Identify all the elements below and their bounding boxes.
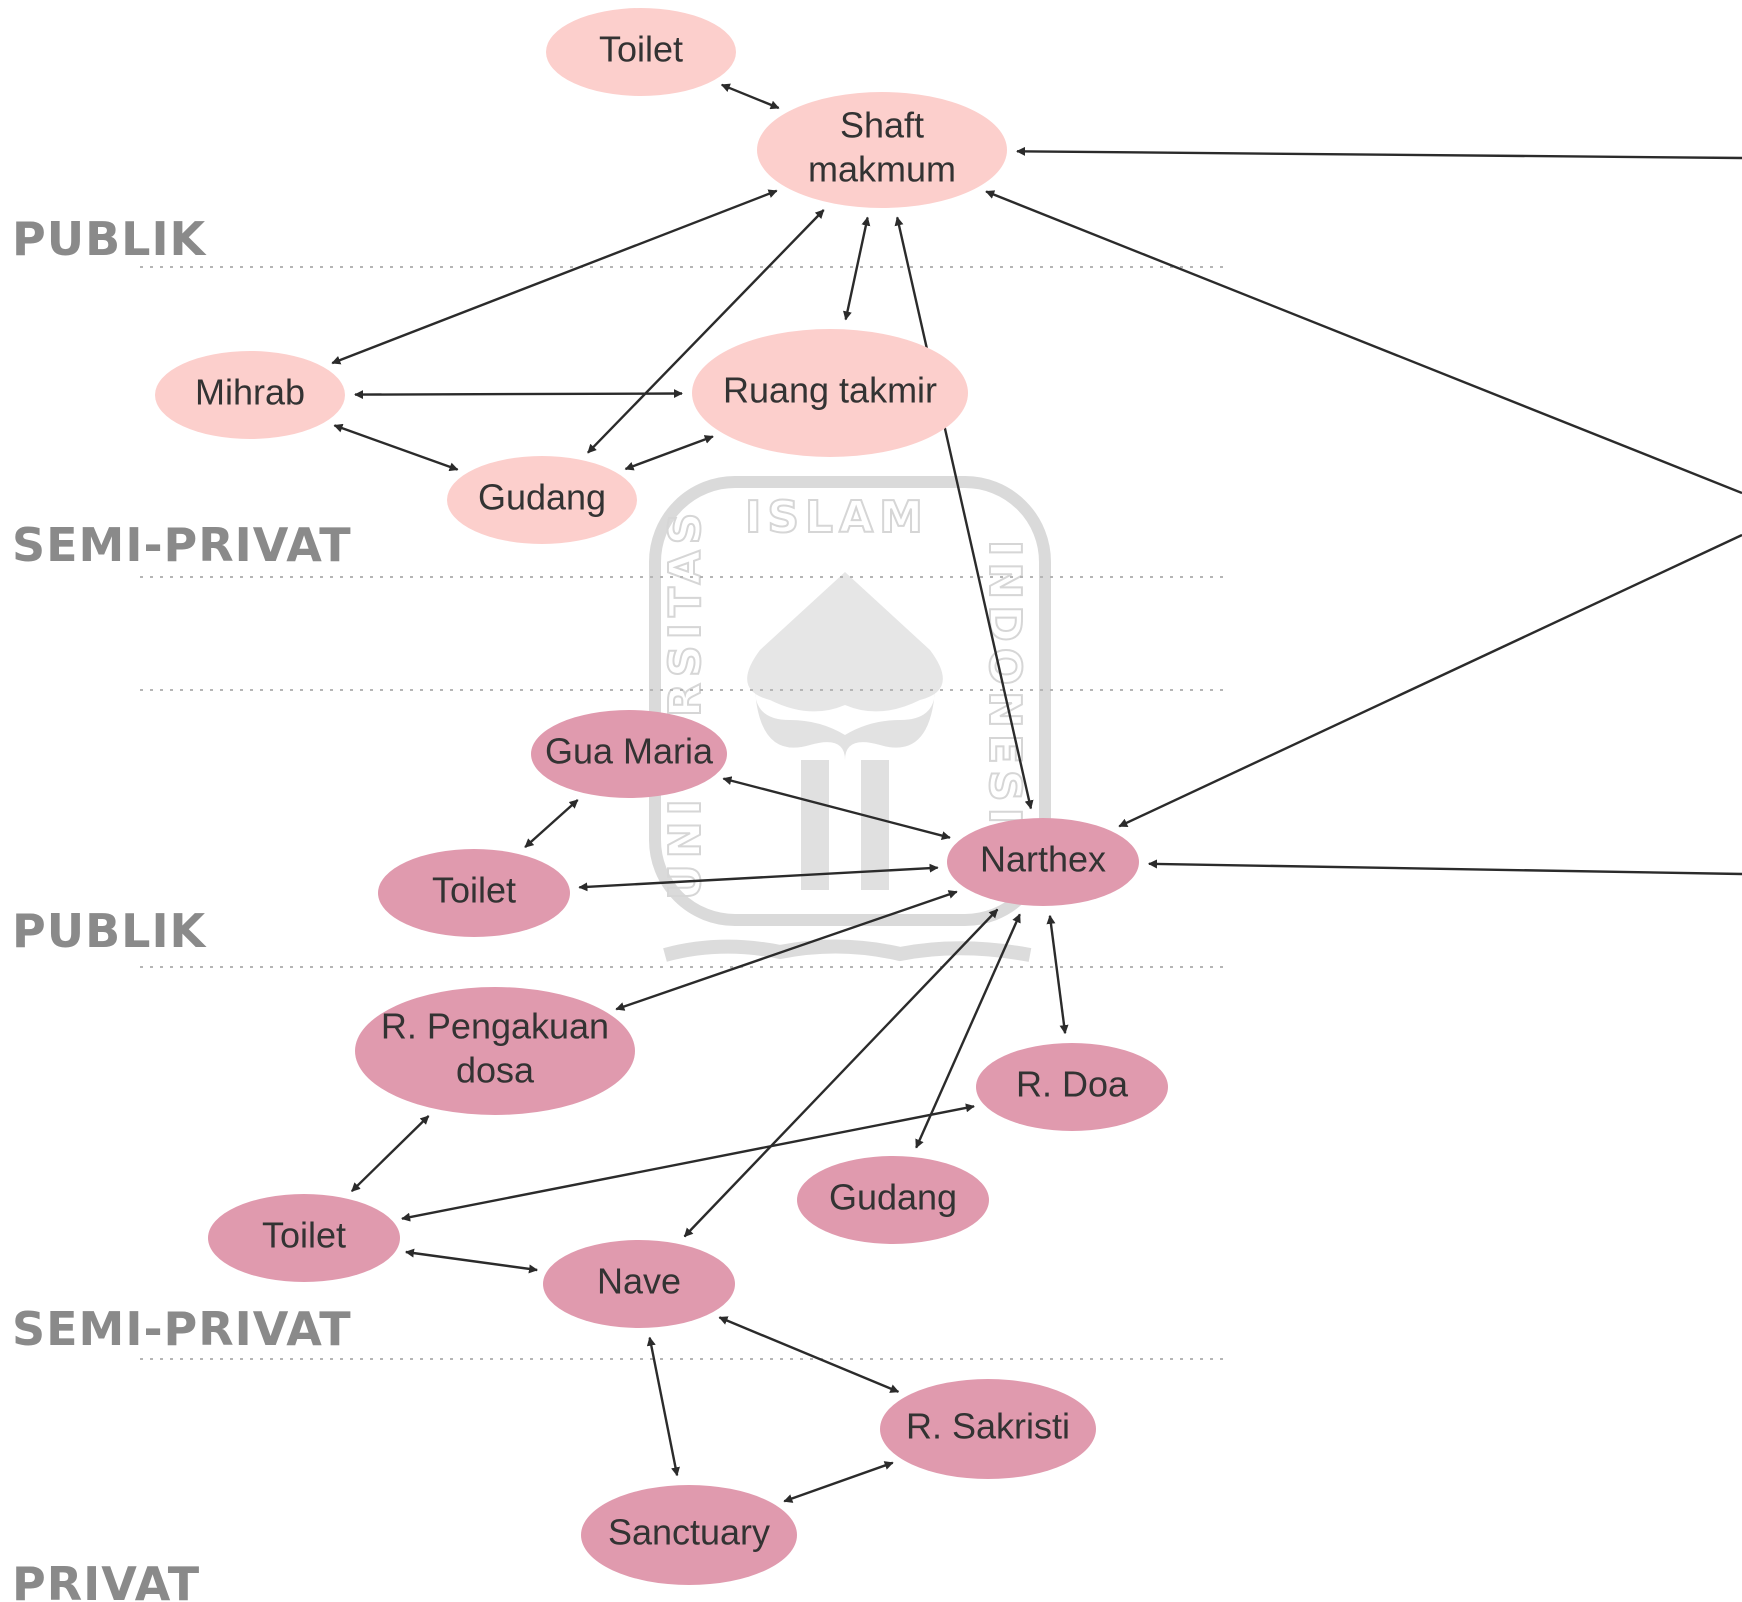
node-bubble-m-gudang xyxy=(447,456,637,544)
edge-m-shaft-to-m-mihrab xyxy=(331,189,778,365)
node-label-c-doa: R. Doa xyxy=(1016,1064,1129,1105)
edge-c-pengakuan-to-c-toilet2 xyxy=(350,1115,430,1193)
zone-label-upper-publik: PUBLIK xyxy=(12,212,208,266)
edge-off-shaft-diagonal xyxy=(985,190,1742,495)
edge-off-shaft-horizontal xyxy=(1016,146,1742,160)
node-m-toilet: Toilet xyxy=(546,8,736,96)
node-label-c-pengakuan-line-2: dosa xyxy=(456,1050,535,1091)
node-bubble-m-shaft xyxy=(757,92,1007,208)
node-bubble-c-sakristi xyxy=(880,1379,1096,1479)
node-label-c-nave: Nave xyxy=(597,1261,681,1302)
node-label-c-sanctuary: Sanctuary xyxy=(608,1512,770,1553)
node-bubble-m-takmir xyxy=(692,329,968,457)
node-label-m-takmir: Ruang takmir xyxy=(723,370,937,411)
watermark-text-top: ISLAM xyxy=(745,492,929,543)
zone-labels: PUBLIK SEMI-PRIVAT PUBLIK SEMI-PRIVAT PR… xyxy=(12,212,352,1602)
edge-c-toilet1-to-c-narthex xyxy=(578,863,939,892)
watermark-flame-emblem xyxy=(747,572,943,712)
node-bubble-c-doa xyxy=(976,1043,1168,1131)
edge-off-narthex-horizontal xyxy=(1148,859,1742,876)
node-c-doa: R. Doa xyxy=(976,1043,1168,1131)
edge-m-toilet-to-m-shaft xyxy=(720,83,780,110)
node-label-c-gudang: Gudang xyxy=(829,1177,957,1218)
zone-label-lower-publik: PUBLIK xyxy=(12,904,208,958)
edge-c-toilet2-to-c-nave xyxy=(405,1248,538,1274)
node-m-gudang: Gudang xyxy=(447,456,637,544)
edge-m-shaft-to-m-gudang xyxy=(587,209,825,454)
node-label-c-guamaria: Gua Maria xyxy=(545,731,714,772)
edge-m-shaft-to-m-takmir xyxy=(843,216,871,321)
node-c-gudang: Gudang xyxy=(797,1156,989,1244)
node-bubble-m-toilet xyxy=(546,8,736,96)
edge-c-doa-to-c-toilet2 xyxy=(401,1103,975,1222)
edge-c-sanctuary-to-c-sakristi xyxy=(783,1461,894,1503)
node-label-c-narthex: Narthex xyxy=(980,839,1106,880)
node-bubble-m-mihrab xyxy=(155,351,345,439)
node-c-toilet1: Toilet xyxy=(378,849,570,937)
edge-c-nave-to-c-sanctuary xyxy=(646,1336,680,1477)
zone-label-lower-privat: PRIVAT xyxy=(12,1557,200,1602)
watermark-leaf-emblem xyxy=(755,690,935,760)
node-label-m-mihrab: Mihrab xyxy=(195,372,305,413)
node-label-c-pengakuan-line-1: R. Pengakuan xyxy=(381,1006,609,1047)
node-bubble-c-toilet1 xyxy=(378,849,570,937)
node-m-takmir: Ruang takmir xyxy=(692,329,968,457)
node-label-c-sakristi: R. Sakristi xyxy=(906,1406,1070,1447)
zone-label-upper-semi-privat: SEMI-PRIVAT xyxy=(12,518,352,572)
node-label-c-toilet1: Toilet xyxy=(432,870,516,911)
node-c-guamaria: Gua Maria xyxy=(531,710,727,798)
watermark-text-left: UNIVERSITAS xyxy=(660,507,711,900)
node-bubble-c-sanctuary xyxy=(581,1485,797,1585)
node-c-narthex: Narthex xyxy=(947,818,1139,906)
edge-c-guamaria-to-c-narthex xyxy=(722,776,951,841)
node-bubble-c-gudang xyxy=(797,1156,989,1244)
edge-c-nave-to-c-sakristi xyxy=(718,1316,900,1393)
edge-m-mihrab-to-m-gudang xyxy=(333,423,459,472)
edge-m-gudang-to-m-takmir xyxy=(624,435,714,471)
zone-label-lower-semi-privat: SEMI-PRIVAT xyxy=(12,1302,352,1356)
node-bubble-c-nave xyxy=(543,1240,735,1328)
node-label-c-toilet2: Toilet xyxy=(262,1215,346,1256)
edge-c-narthex-to-c-doa xyxy=(1046,914,1069,1035)
node-c-toilet2: Toilet xyxy=(208,1194,400,1282)
watermark-script xyxy=(663,939,1032,962)
node-label-m-toilet: Toilet xyxy=(599,29,683,70)
edge-c-guamaria-to-c-toilet1 xyxy=(524,799,579,848)
edges-layer xyxy=(331,83,1742,1503)
node-label-m-shaft-line-1: Shaft xyxy=(840,105,924,146)
node-m-mihrab: Mihrab xyxy=(155,351,345,439)
edge-m-mihrab-to-m-takmir xyxy=(354,389,683,400)
node-label-m-shaft-line-2: makmum xyxy=(808,149,956,190)
edge-m-shaft-to-c-narthex xyxy=(894,216,1034,810)
node-bubble-c-guamaria xyxy=(531,710,727,798)
node-bubble-c-narthex xyxy=(947,818,1139,906)
node-bubble-c-pengakuan xyxy=(355,987,635,1115)
node-c-nave: Nave xyxy=(543,1240,735,1328)
node-bubble-c-toilet2 xyxy=(208,1194,400,1282)
node-c-sakristi: R. Sakristi xyxy=(880,1379,1096,1479)
node-label-m-gudang: Gudang xyxy=(478,477,606,518)
edge-off-narthex-diagonal xyxy=(1118,533,1742,828)
node-c-sanctuary: Sanctuary xyxy=(581,1485,797,1585)
